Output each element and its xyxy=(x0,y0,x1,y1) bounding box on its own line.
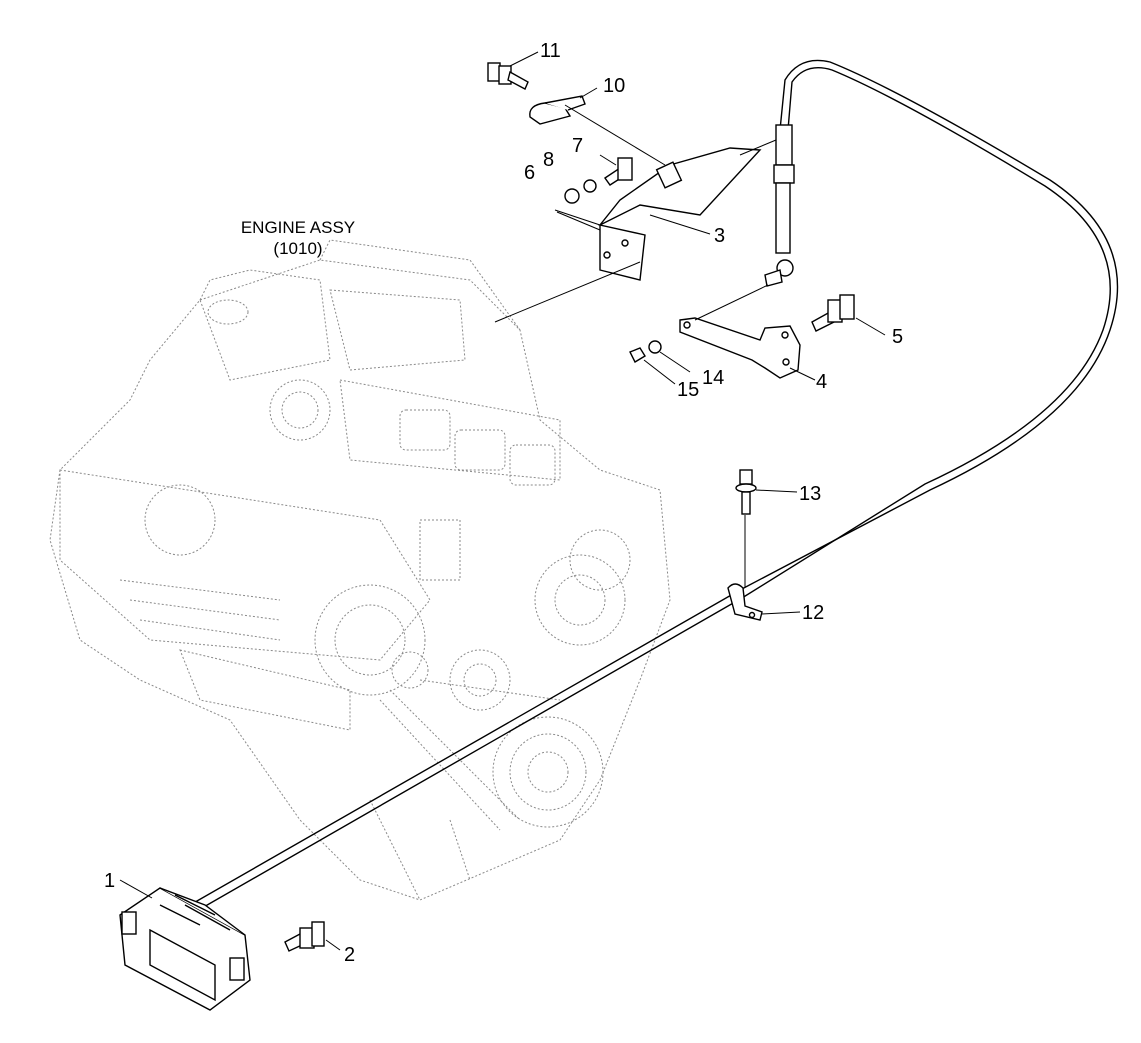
bolt-part-13 xyxy=(735,469,757,515)
control-cable xyxy=(189,59,1119,913)
callout-3: 3 xyxy=(714,225,725,247)
callout-11: 11 xyxy=(540,40,561,62)
callout-4: 4 xyxy=(816,371,827,393)
unit-part-1 xyxy=(119,887,251,1011)
lever-part-4 xyxy=(679,317,801,379)
callout-2: 2 xyxy=(344,944,355,966)
clamp-part-10 xyxy=(529,95,586,125)
leader-lines xyxy=(119,51,886,951)
bolt-part-7 xyxy=(604,157,633,186)
engine-title-line2: (1010) xyxy=(273,239,322,258)
clamp-part-12 xyxy=(727,583,763,621)
callout-1: 1 xyxy=(104,870,115,892)
callout-5: 5 xyxy=(892,326,903,348)
callout-15: 15 xyxy=(677,379,699,401)
bolt-part-2 xyxy=(284,921,325,952)
washer-part-8 xyxy=(583,179,597,193)
callout-8: 8 xyxy=(543,149,554,171)
bolt-part-11 xyxy=(487,62,529,90)
callout-14: 14 xyxy=(702,367,724,389)
washer-part-6 xyxy=(564,188,580,204)
callout-7: 7 xyxy=(572,135,583,157)
callout-13: 13 xyxy=(799,483,821,505)
bolt-part-5 xyxy=(811,294,855,332)
callout-10: 10 xyxy=(603,75,625,97)
engine-assembly xyxy=(49,239,671,901)
engine-title-line1: ENGINE ASSY xyxy=(241,218,355,237)
callout-12: 12 xyxy=(802,602,824,624)
bracket-part-3 xyxy=(597,147,762,281)
callout-6: 6 xyxy=(524,162,535,184)
washer-part-14 xyxy=(648,340,662,354)
nut-part-15 xyxy=(629,347,646,363)
